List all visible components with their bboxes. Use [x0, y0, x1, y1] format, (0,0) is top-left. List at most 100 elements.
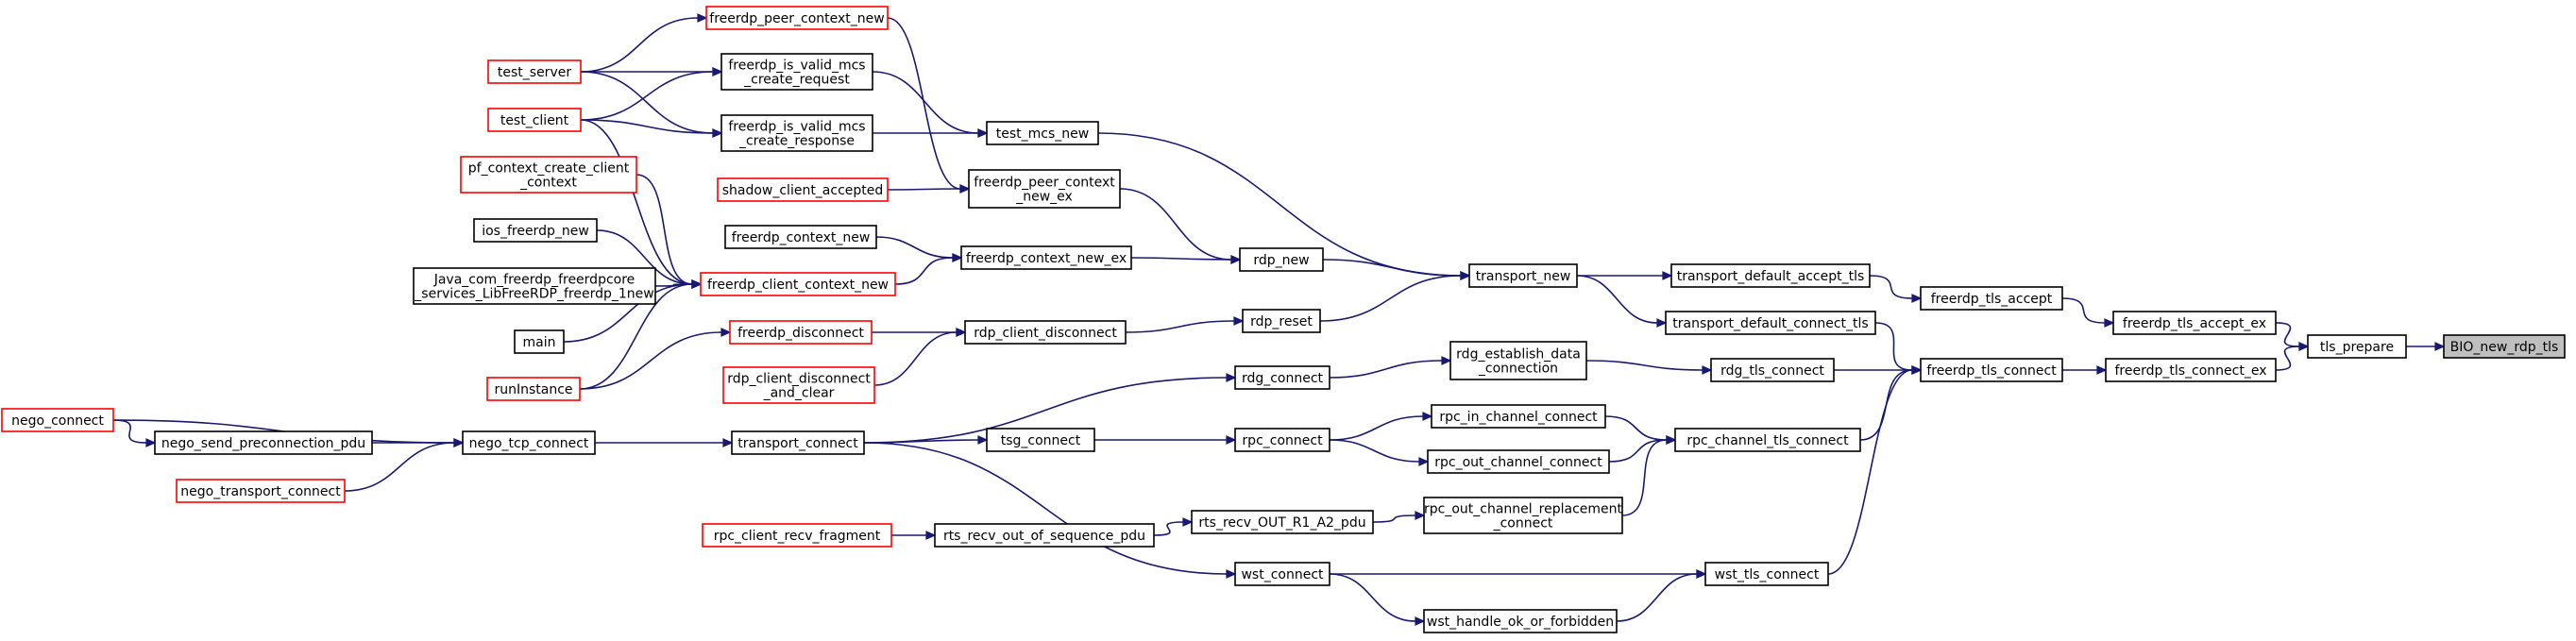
- arrowhead-icon: [1415, 616, 1426, 626]
- node-nego-tcp-connect[interactable]: nego_tcp_connect: [462, 430, 596, 455]
- node-freerdp-tls-connect[interactable]: freerdp_tls_connect: [1920, 358, 2063, 382]
- node-freerdp-tls-accept[interactable]: freerdp_tls_accept: [1920, 286, 2063, 311]
- edge-freerdp_is_valid_mcs_create_response-to-test_mcs_new: [872, 128, 989, 138]
- node-label: rts_recv_out_of_sequence_pdu: [943, 529, 1145, 544]
- node-transport-connect[interactable]: transport_connect: [731, 430, 865, 455]
- node-ios-freerdp-new[interactable]: ios_freerdp_new: [473, 218, 598, 243]
- node-rpc-client-recv-fragment[interactable]: rpc_client_recv_fragment: [702, 523, 892, 548]
- node-transport-default-connect-tls[interactable]: transport_default_connect_tls: [1665, 311, 1876, 335]
- node-label: Java_com_freerdp_freerdpcore: [433, 273, 636, 288]
- node-box: [964, 320, 1127, 345]
- node-wst-handle-ok-or-forbidden[interactable]: wst_handle_ok_or_forbidden: [1423, 609, 1618, 633]
- node-box: [1704, 562, 1829, 586]
- node-freerdp-is-valid-mcs-create-request[interactable]: freerdp_is_valid_mcs_create_request: [720, 53, 873, 91]
- edge-line: [2275, 322, 2300, 347]
- node-test-server[interactable]: test_server: [487, 59, 582, 84]
- node-rpc-connect[interactable]: rpc_connect: [1234, 428, 1330, 452]
- node-freerdp-peer-context-new[interactable]: freerdp_peer_context_new: [705, 6, 889, 30]
- arrowhead-icon: [1182, 517, 1194, 527]
- edge-line: [872, 71, 979, 134]
- node-freerdp-disconnect[interactable]: freerdp_disconnect: [729, 320, 873, 345]
- node-box: [1242, 309, 1321, 333]
- node-rdg-tls-connect[interactable]: rdg_tls_connect: [1710, 358, 1835, 382]
- node-rdg-connect[interactable]: rdg_connect: [1234, 365, 1330, 390]
- node-label: test_client: [500, 113, 569, 128]
- arrowhead-icon: [1230, 255, 1242, 264]
- node-rpc-in-channel-connect[interactable]: rpc_in_channel_connect: [1431, 404, 1606, 429]
- node-freerdp-client-context-new[interactable]: freerdp_client_context_new: [700, 272, 896, 296]
- node-rdg-establish-data-connection[interactable]: rdg_establish_data_connection: [1449, 341, 1587, 380]
- arrowhead-icon: [952, 253, 963, 262]
- edge-rts_recv_out_of_sequence_pdu-to-rts_recv_out_r1_a2_pdu: [1153, 517, 1194, 536]
- node-box: [731, 430, 865, 455]
- node-test-mcs-new[interactable]: test_mcs_new: [986, 121, 1099, 145]
- node-box: [1427, 449, 1610, 474]
- node-label: rdg_connect: [1242, 371, 1324, 386]
- node-test-client[interactable]: test_client: [487, 108, 582, 132]
- node-label: _and_clear: [763, 386, 835, 401]
- edge-test_server-to-freerdp_peer_context_new: [580, 13, 708, 73]
- node-box: [729, 320, 873, 345]
- node-rpc-channel-tls-connect[interactable]: rpc_channel_tls_connect: [1674, 428, 1861, 452]
- node-runInstance[interactable]: runInstance: [486, 377, 581, 401]
- node-freerdp-context-new-ex[interactable]: freerdp_context_new_ex: [960, 245, 1132, 270]
- edge-line: [1329, 360, 1443, 379]
- node-label: rpc_connect: [1242, 433, 1323, 448]
- edge-freerdp_tls_connect_ex-to-tls_prepare: [2275, 342, 2310, 371]
- edge-wst_handle_ok_or_forbidden-to-wst_tls_connect: [1616, 569, 1707, 622]
- node-java-new[interactable]: Java_com_freerdp_freerdpcore_services_Li…: [413, 267, 656, 305]
- node-wst-connect[interactable]: wst_connect: [1234, 562, 1330, 586]
- node-label: test_mcs_new: [996, 127, 1089, 142]
- node-box: [1423, 609, 1618, 633]
- node-freerdp-tls-connect-ex[interactable]: freerdp_tls_connect_ex: [2105, 358, 2277, 382]
- node-freerdp-context-new[interactable]: freerdp_context_new: [724, 225, 877, 249]
- node-rpc-out-channel-connect[interactable]: rpc_out_channel_connect: [1427, 449, 1610, 474]
- edge-line: [580, 119, 693, 285]
- node-tls-prepare[interactable]: tls_prepare: [2307, 334, 2407, 359]
- node-label: _connect: [1493, 516, 1553, 531]
- edge-line: [1319, 275, 1462, 322]
- node-freerdp-peer-context-new-ex[interactable]: freerdp_peer_context_new_ex: [968, 169, 1121, 209]
- edge-freerdp_context_new_ex-to-rdp_new: [1130, 255, 1242, 264]
- edge-rdp_reset-to-transport_new: [1319, 271, 1471, 322]
- arrowhead-icon: [1415, 511, 1426, 520]
- node-rdp-new[interactable]: rdp_new: [1239, 247, 1324, 272]
- node-rpc-out-channel-replacement-connect[interactable]: rpc_out_channel_replacement_connect: [1423, 497, 1623, 534]
- node-transport-default-accept-tls[interactable]: transport_default_accept_tls: [1670, 263, 1871, 288]
- node-label: tls_prepare: [2320, 340, 2394, 355]
- node-box: [960, 245, 1132, 270]
- node-label: _create_response: [738, 134, 855, 149]
- node-box: [717, 177, 889, 202]
- node-shadow-client-accepted[interactable]: shadow_client_accepted: [717, 177, 889, 202]
- node-label: rdg_establish_data: [1456, 347, 1581, 363]
- node-label: pf_context_create_client: [468, 161, 630, 177]
- arrowhead-icon: [720, 328, 732, 337]
- node-label: wst_tls_connect: [1715, 567, 1820, 582]
- arrowhead-icon: [1911, 294, 1923, 303]
- node-pf-context-create-client-context[interactable]: pf_context_create_client_context: [460, 156, 637, 194]
- node-label: rdp_reset: [1250, 314, 1313, 329]
- edge-rpc_channel_tls_connect-to-freerdp_tls_connect: [1859, 365, 1923, 441]
- node-rts-recv-out-of-sequence-pdu[interactable]: rts_recv_out_of_sequence_pdu: [934, 523, 1155, 548]
- node-main[interactable]: main: [514, 329, 565, 354]
- node-nego-connect[interactable]: nego_connect: [1, 408, 114, 432]
- node-rdp-client-disconnect[interactable]: rdp_client_disconnect: [964, 320, 1127, 345]
- node-bio-new-rdp-tls[interactable]: BIO_new_rdp_tls: [2443, 334, 2566, 359]
- node-label: freerdp_context_new_ex: [966, 251, 1127, 266]
- node-freerdp-is-valid-mcs-create-response[interactable]: freerdp_is_valid_mcs_create_response: [720, 114, 873, 152]
- node-box: [2307, 334, 2407, 359]
- node-nego-send-preconnection-pdu[interactable]: nego_send_preconnection_pdu: [154, 430, 373, 455]
- node-nego-transport-connect[interactable]: nego_transport_connect: [176, 479, 346, 503]
- node-label: freerdp_peer_context: [974, 176, 1115, 191]
- node-transport-new[interactable]: transport_new: [1468, 263, 1578, 288]
- node-label: freerdp_is_valid_mcs: [728, 59, 865, 74]
- node-tsg-connect[interactable]: tsg_connect: [986, 428, 1095, 452]
- edge-transport_new-to-transport_default_connect_tls: [1576, 275, 1668, 328]
- node-freerdp-tls-accept-ex[interactable]: freerdp_tls_accept_ex: [2112, 311, 2277, 335]
- edge-wst_connect-to-wst_tls_connect: [1329, 569, 1707, 579]
- node-rdp-reset[interactable]: rdp_reset: [1242, 309, 1321, 333]
- node-rts-recv-out-r1-a2-pdu[interactable]: rts_recv_OUT_R1_A2_pdu: [1191, 510, 1374, 534]
- node-rdp-client-disconnect-and-clear[interactable]: rdp_client_disconnect_and_clear: [722, 366, 875, 404]
- node-wst-tls-connect[interactable]: wst_tls_connect: [1704, 562, 1829, 586]
